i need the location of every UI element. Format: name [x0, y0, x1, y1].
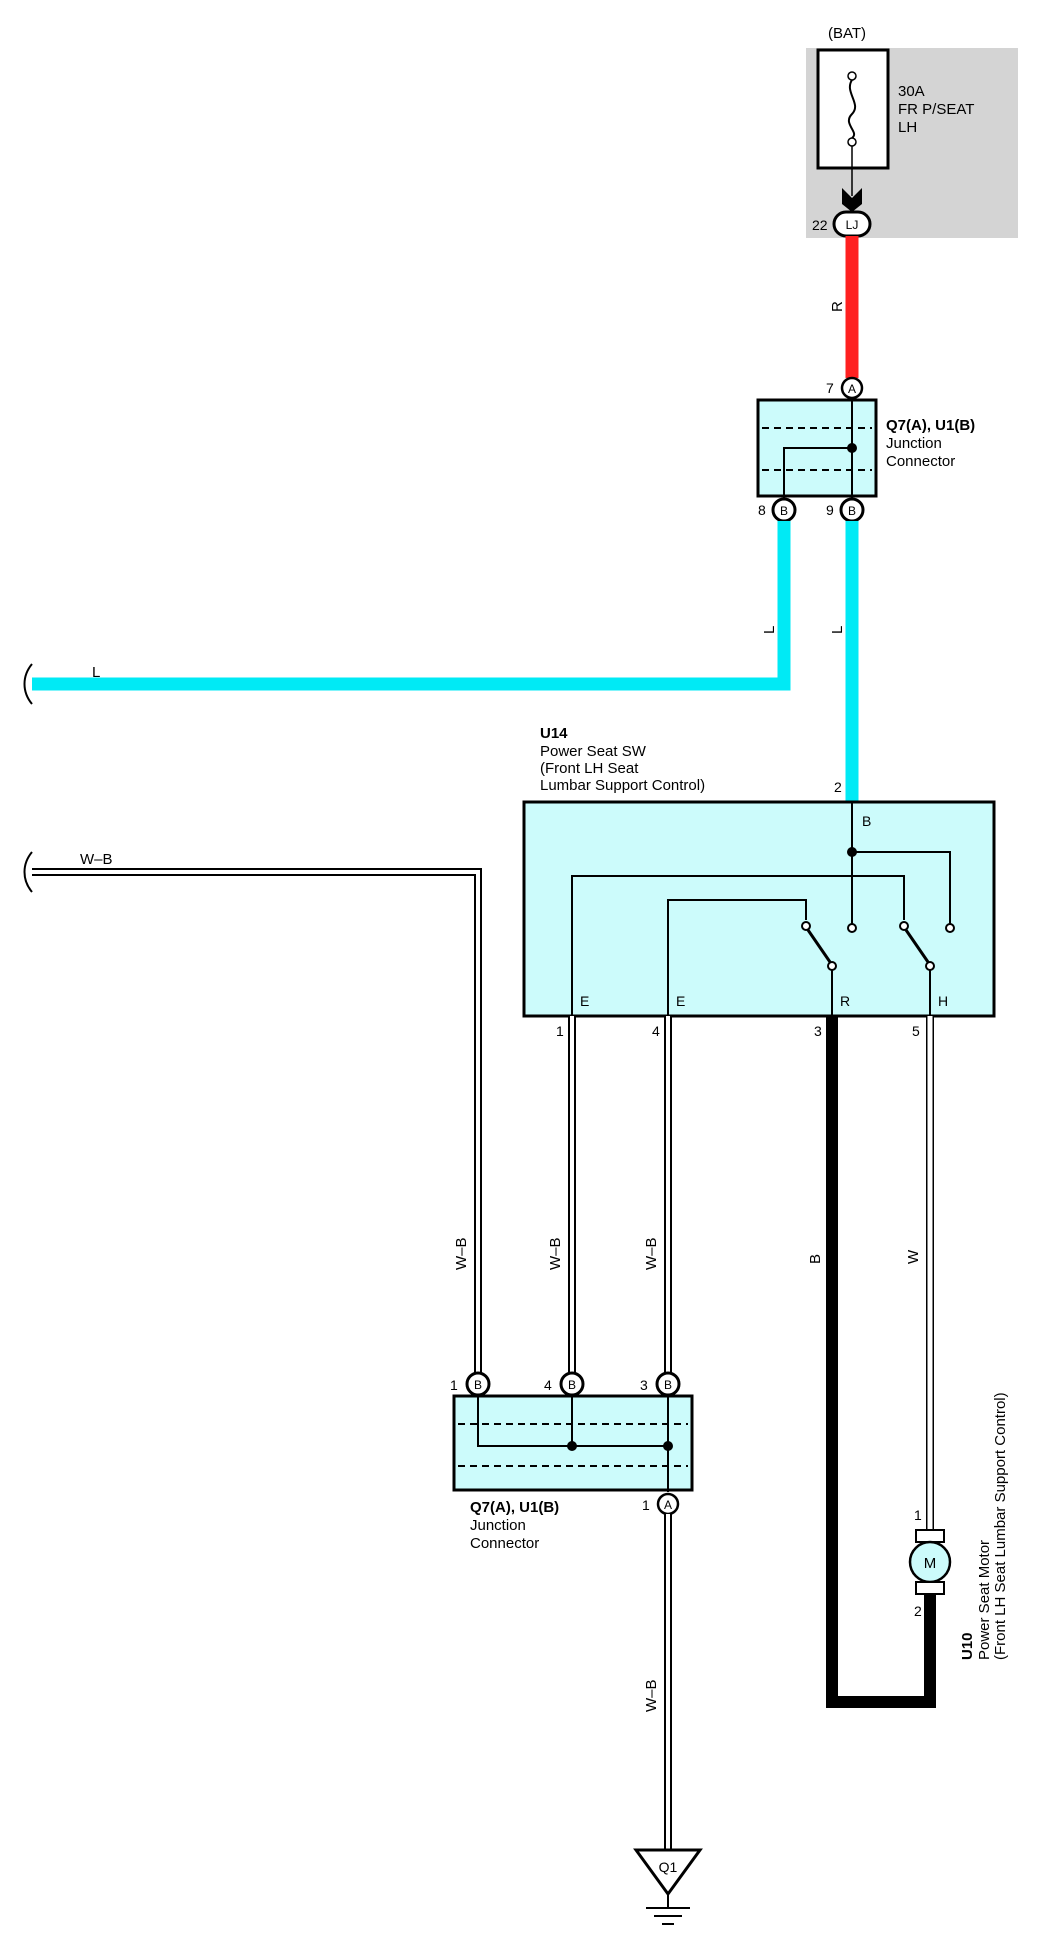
switch-contact-h	[904, 929, 930, 963]
junction-bottom-pin-b4: B	[568, 1378, 576, 1392]
switch-pin-3: 3	[814, 1023, 822, 1039]
junction-connector-bottom: B 1 B 4 B 3 A 1 Q7(A), U1(B) Junction Co…	[450, 1371, 694, 1552]
switch-term-r: R	[840, 993, 850, 1009]
switch-term-e1: E	[580, 993, 589, 1009]
blue-left-branch-label: L	[92, 664, 100, 681]
wire-break-wb-icon	[23, 851, 33, 893]
blue-vertical-left-label: L	[761, 626, 778, 634]
switch-pin-5: 5	[912, 1023, 920, 1039]
switch-term-e2: E	[676, 993, 685, 1009]
switch-contact-r	[806, 929, 832, 963]
switch-line3: Lumbar Support Control)	[540, 777, 705, 794]
blue-vertical-right-label: L	[829, 626, 846, 634]
white-wire-label: W	[905, 1249, 922, 1264]
switch-line2: (Front LH Seat	[540, 760, 639, 777]
ground-icon	[633, 1848, 703, 1897]
junction-top-line2: Junction	[886, 435, 942, 452]
wb-wire-left	[32, 868, 482, 1374]
junction-bottom-line3: Connector	[470, 1535, 539, 1552]
junction-top-title: Q7(A), U1(B)	[886, 417, 975, 434]
switch-term-b: B	[862, 813, 871, 829]
junction-top-pin-a: A	[848, 382, 856, 396]
switch-pin-2: 2	[834, 779, 842, 795]
switch-line1: Power Seat SW	[540, 743, 647, 760]
wb-vert-1-label: W–B	[453, 1237, 470, 1270]
junction-connector-top: A 7 B 8 B 9 Q7(A), U1(B) Junction Connec…	[756, 376, 975, 523]
junction-bottom-pin-b1: B	[474, 1378, 482, 1392]
motor-id: U10	[959, 1632, 976, 1660]
switch-term-h: H	[938, 993, 948, 1009]
motor-symbol: M	[924, 1555, 937, 1572]
junction-top-pin-b-left: B	[780, 504, 788, 518]
wire-break-icon	[23, 663, 33, 705]
fuse-icon	[847, 79, 857, 139]
motor-line2: (Front LH Seat Lumbar Support Control)	[992, 1392, 1009, 1660]
wb-top-left-label: W–B	[80, 851, 113, 868]
switch-body	[522, 800, 996, 1018]
junction-bottom-pin-a: A	[664, 1498, 672, 1512]
junction-bottom-pin-4: 4	[544, 1377, 552, 1393]
wb-vert-3-label: W–B	[643, 1237, 660, 1270]
wb-ground-label: W–B	[643, 1679, 660, 1712]
blue-wire-left	[32, 521, 791, 691]
switch-pin-4: 4	[652, 1023, 660, 1039]
junction-top-line3: Connector	[886, 453, 955, 470]
switch-pin-1: 1	[556, 1023, 564, 1039]
ground-q1: Q1	[633, 1848, 703, 1925]
connector-lj-pin: 22	[812, 217, 828, 233]
motor-line1: Power Seat Motor	[976, 1540, 993, 1660]
power-seat-switch: U14 Power Seat SW (Front LH Seat Lumbar …	[522, 725, 996, 1039]
fuse-side: LH	[898, 119, 917, 136]
junction-bottom-pin-3: 3	[640, 1377, 648, 1393]
junction-bottom-pin-1: 1	[450, 1377, 458, 1393]
junction-top-pin-9: 9	[826, 502, 834, 518]
ground-id: Q1	[659, 1859, 678, 1875]
motor-pin-1: 1	[914, 1507, 922, 1523]
junction-top-pin-b-right: B	[848, 504, 856, 518]
connector-lj-label: LJ	[846, 218, 859, 232]
power-seat-motor: 1 M 2 U10 Power Seat Motor (Front LH Sea…	[908, 1392, 1009, 1660]
fuse-housing	[816, 48, 890, 170]
junction-bottom-title: Q7(A), U1(B)	[470, 1499, 559, 1516]
motor-pin-2: 2	[914, 1603, 922, 1619]
junction-top-pin-7: 7	[826, 380, 834, 396]
wb-vert-2-label: W–B	[547, 1237, 564, 1270]
connector-arrow-icon	[842, 188, 862, 212]
junction-bottom-pin-out: 1	[642, 1497, 650, 1513]
fuse-name: FR P/SEAT	[898, 101, 974, 118]
junction-top-pin-8: 8	[758, 502, 766, 518]
bat-label: (BAT)	[828, 25, 866, 42]
fuse-rating: 30A	[898, 83, 925, 100]
black-wire-label: B	[807, 1254, 824, 1264]
black-wire	[826, 1016, 936, 1708]
red-wire-label: R	[829, 301, 846, 312]
junction-bottom-pin-b3: B	[664, 1378, 672, 1392]
junction-bottom-line2: Junction	[470, 1517, 526, 1534]
fuse-box: (BAT) 30A FR P/SEAT LH LJ 22	[806, 25, 1018, 238]
switch-id: U14	[540, 725, 568, 742]
